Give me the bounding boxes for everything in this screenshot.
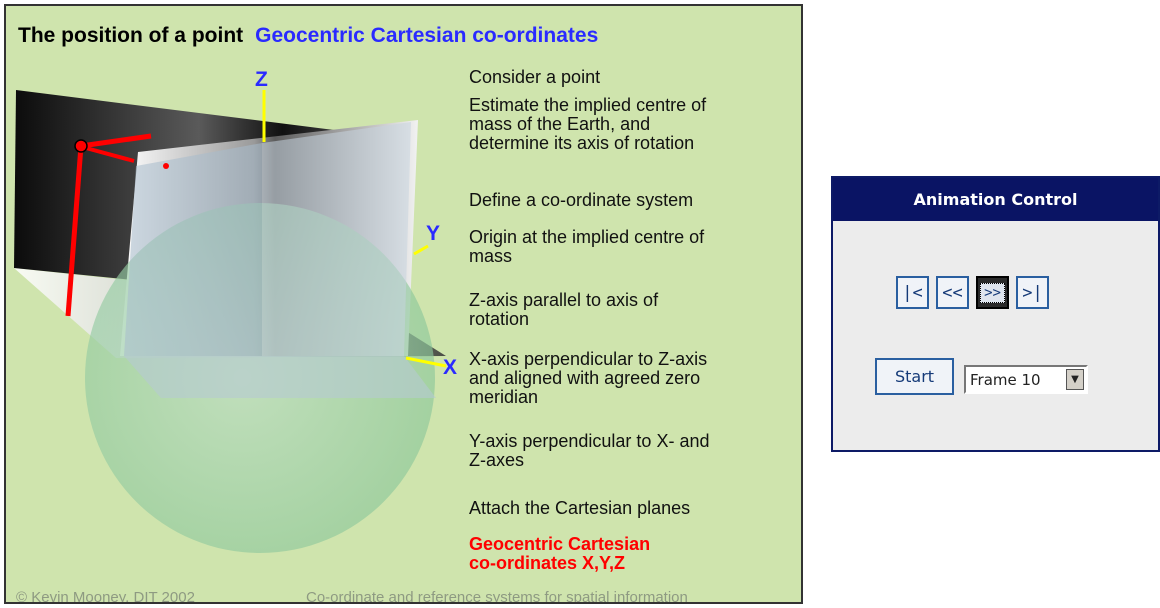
step-consider-point: Consider a point: [469, 67, 601, 87]
y-axis: [413, 244, 429, 256]
step-origin: Origin at the implied centre of mass: [469, 227, 705, 266]
point-x-line: [85, 146, 135, 163]
step-z-axis: Z-axis parallel to axis of rotation: [469, 290, 659, 329]
next-frame-label: >>: [980, 282, 1005, 303]
point-y-line: [80, 133, 152, 149]
axis-label-z: Z: [255, 68, 268, 91]
step-y-axis: Y-axis perpendicular to X- and Z-axes: [469, 431, 710, 470]
step-define-system: Define a co-ordinate system: [469, 190, 694, 210]
title-text: The position of a point: [18, 24, 244, 47]
footer-copyright: © Kevin Mooney, DIT 2002: [16, 589, 195, 604]
frame-select[interactable]: Frame 10 ▼: [964, 365, 1088, 394]
step-attach-planes: Attach the Cartesian planes: [469, 498, 691, 518]
previous-frame-button[interactable]: <<: [936, 276, 969, 309]
point-marker: [74, 139, 88, 153]
step-x-axis: X-axis perpendicular to Z-axis and align…: [469, 349, 708, 407]
coordinate-diagram: Z Y X: [14, 68, 457, 553]
x-axis: [405, 356, 447, 368]
step-result: Geocentric Cartesian co-ordinates X,Y,Z: [469, 534, 651, 573]
start-button[interactable]: Start: [875, 358, 954, 395]
subtitle-text: Geocentric Cartesian co-ordinates: [255, 24, 599, 47]
axis-label-x: X: [443, 356, 457, 379]
projected-point: [163, 163, 169, 169]
point-z-line: [65, 145, 84, 317]
next-frame-button[interactable]: >>: [976, 276, 1009, 309]
frame-select-value: Frame 10: [970, 370, 1041, 389]
frame-navigation: |< << >> >|: [896, 276, 1049, 309]
step-centre-of-mass: Estimate the implied centre of mass of t…: [469, 95, 707, 153]
first-frame-button[interactable]: |<: [896, 276, 929, 309]
slide-title: The position of a point Geocentric Cartes…: [18, 24, 598, 48]
footer-course-title: Co-ordinate and reference systems for sp…: [306, 589, 688, 604]
axis-label-y: Y: [426, 222, 440, 245]
animation-control-header: Animation Control: [833, 178, 1158, 221]
animation-control-panel: Animation Control |< << >> >| Start Fram…: [831, 176, 1160, 452]
footer: © Kevin Mooney, DIT 2002 Co-ordinate and…: [16, 589, 801, 604]
chevron-down-icon[interactable]: ▼: [1066, 369, 1084, 390]
last-frame-button[interactable]: >|: [1016, 276, 1049, 309]
